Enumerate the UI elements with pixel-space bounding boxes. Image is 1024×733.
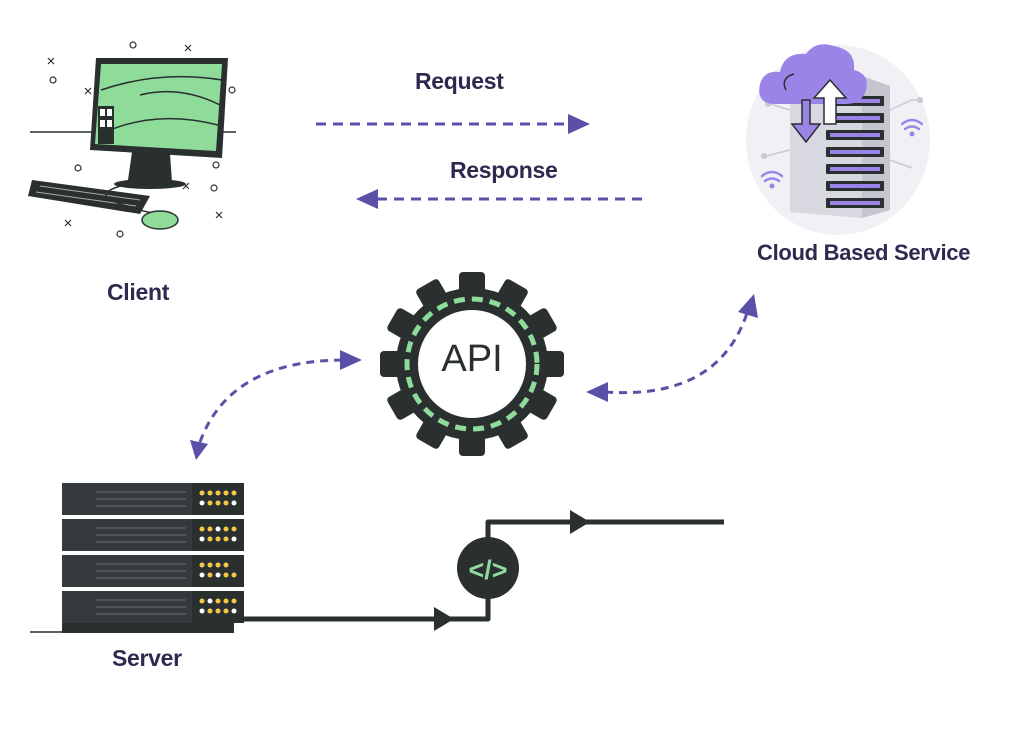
cloud-service-label: Cloud Based Service [757, 240, 971, 265]
api-label: API [441, 338, 503, 380]
server-label: Server [112, 645, 182, 671]
cloud-server-icon [746, 44, 930, 235]
server-api-arrow [198, 358, 346, 443]
response-arrow [356, 189, 642, 209]
desktop-computer-icon [28, 41, 236, 238]
response-label: Response [450, 157, 558, 183]
code-symbol: </> [468, 555, 507, 585]
client-label: Client [107, 279, 170, 305]
server-rack-icon [30, 483, 244, 633]
code-pipeline: </> [236, 510, 724, 631]
gear-icon [380, 272, 564, 456]
code-icon [457, 537, 519, 599]
request-arrow [316, 114, 590, 134]
request-label: Request [415, 68, 504, 94]
api-cloud-arrow [604, 309, 750, 395]
